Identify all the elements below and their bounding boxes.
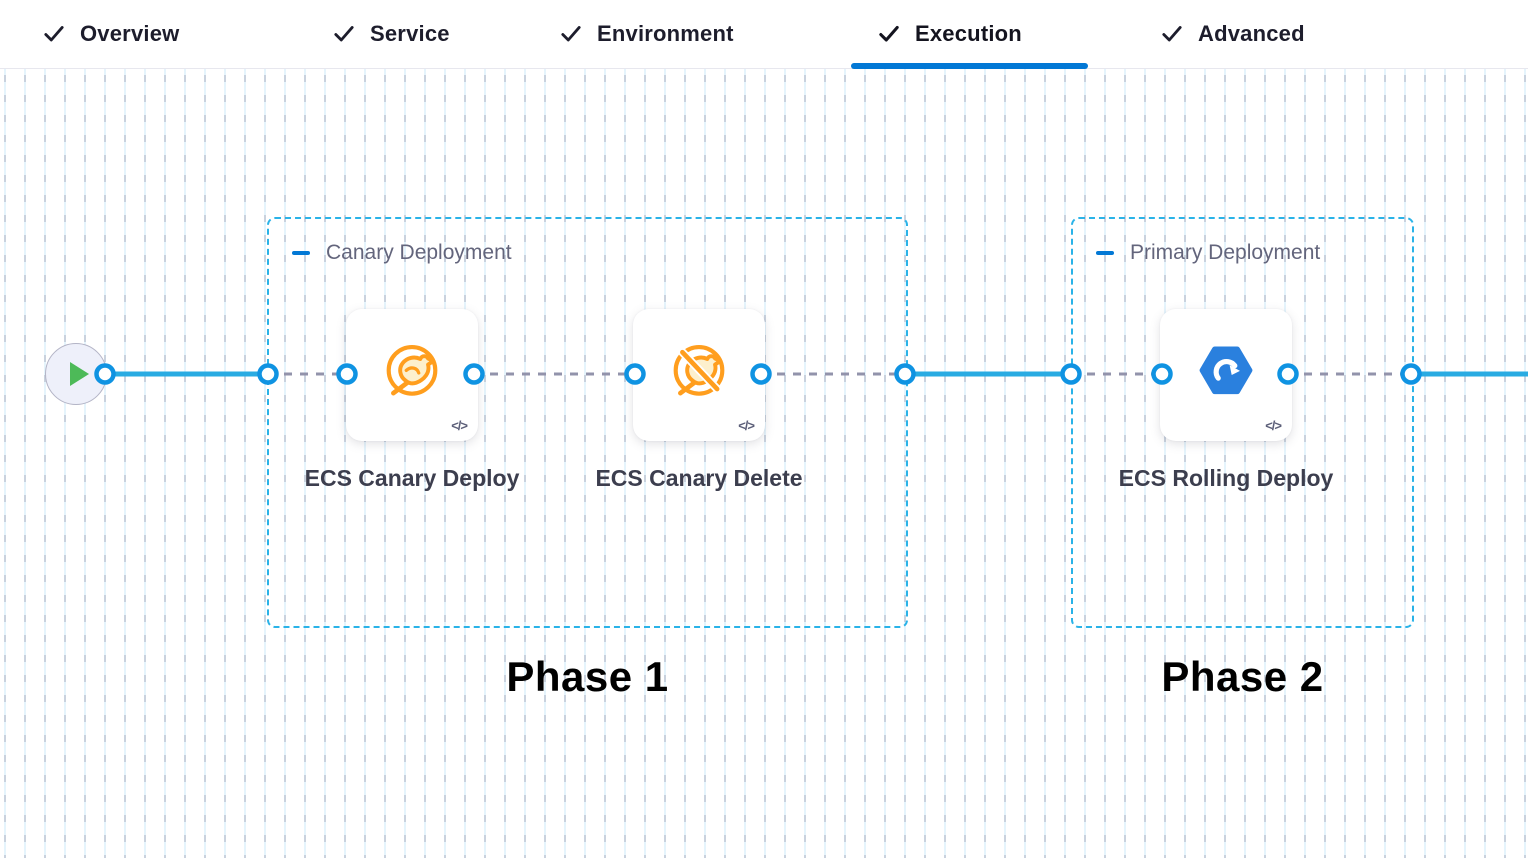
phase-1-label: Phase 1	[506, 653, 669, 700]
connector-port[interactable]	[257, 363, 279, 385]
pipeline-canvas[interactable]: Canary Deployment Primary Deployment </>	[0, 69, 1528, 858]
connector-port[interactable]	[894, 363, 916, 385]
step-ecs-canary-delete[interactable]: </>	[633, 309, 765, 441]
code-icon: </>	[451, 418, 468, 433]
stage-config-tabbar: Overview Service Environment Execution A…	[0, 0, 1528, 69]
connector-port[interactable]	[1277, 363, 1299, 385]
tab-label: Service	[370, 21, 450, 46]
connector-port[interactable]	[1151, 363, 1173, 385]
ecs-rolling-icon	[1199, 346, 1253, 395]
play-icon	[69, 362, 89, 386]
canary-delete-icon	[673, 344, 725, 396]
step-group-primary-deployment[interactable]: Primary Deployment	[1071, 217, 1414, 628]
check-icon	[44, 26, 64, 42]
active-tab-underline	[851, 63, 1088, 69]
tab-label: Advanced	[1198, 21, 1305, 46]
check-icon	[879, 25, 899, 42]
step-label: ECS Canary Delete	[595, 465, 803, 491]
tab-overview[interactable]: Overview	[42, 0, 179, 68]
step-group-title: Primary Deployment	[1130, 241, 1321, 264]
connector-port[interactable]	[624, 363, 646, 385]
collapse-icon[interactable]	[292, 251, 310, 255]
tab-label: Execution	[915, 21, 1022, 46]
step-ecs-canary-deploy[interactable]: </>	[346, 309, 478, 441]
check-icon	[561, 26, 581, 42]
step-ecs-rolling-deploy[interactable]: </>	[1160, 309, 1292, 441]
connector-port[interactable]	[336, 363, 358, 385]
step-group-canary-deployment[interactable]: Canary Deployment	[267, 217, 908, 628]
tab-label: Overview	[80, 21, 180, 46]
check-icon	[1162, 26, 1182, 42]
step-group-header: Primary Deployment	[1096, 241, 1320, 265]
step-label: ECS Canary Deploy	[304, 465, 520, 491]
connector-port[interactable]	[463, 363, 485, 385]
step-group-header: Canary Deployment	[292, 241, 512, 265]
check-icon	[334, 26, 354, 42]
tab-advanced[interactable]: Advanced	[1160, 0, 1305, 68]
connector-port[interactable]	[1060, 363, 1082, 385]
tab-label: Environment	[597, 21, 734, 46]
step-label: ECS Rolling Deploy	[1118, 465, 1334, 491]
canary-deploy-icon	[386, 344, 438, 396]
connector-port[interactable]	[1400, 363, 1422, 385]
code-icon: </>	[738, 418, 755, 433]
step-group-title: Canary Deployment	[326, 241, 512, 264]
collapse-icon[interactable]	[1096, 251, 1114, 255]
tab-execution[interactable]: Execution	[877, 0, 1022, 68]
phase-2-label: Phase 2	[1161, 653, 1324, 700]
tab-service[interactable]: Service	[332, 0, 450, 68]
connector-port[interactable]	[94, 363, 116, 385]
connector-port[interactable]	[750, 363, 772, 385]
tab-environment[interactable]: Environment	[559, 0, 734, 68]
code-icon: </>	[1265, 418, 1282, 433]
